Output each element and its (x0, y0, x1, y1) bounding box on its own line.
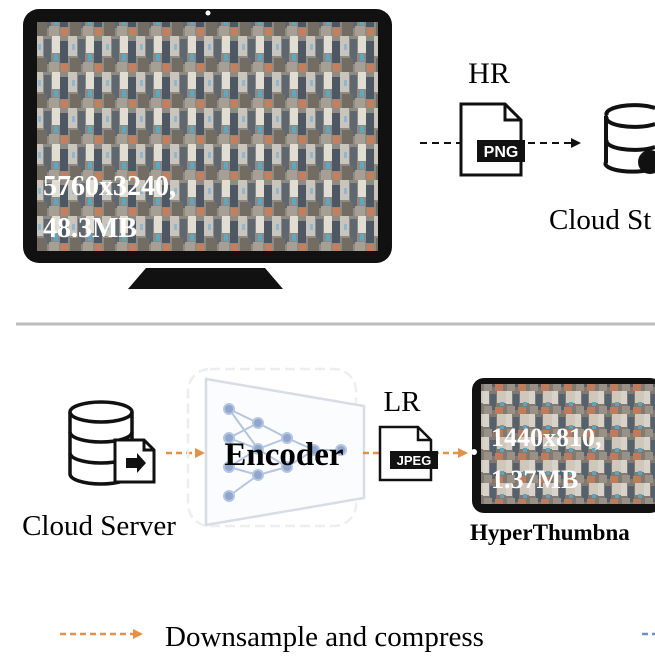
thumbnail-city-image (481, 384, 655, 504)
thumbnail-file-size-label: 1.37MB (491, 465, 578, 494)
thumbnail-side-dot (471, 449, 477, 455)
png-file-icon: PNG (459, 102, 525, 177)
monitor-stand (128, 268, 283, 289)
lr-label: LR (383, 386, 421, 418)
jpeg-file-icon: JPEG (378, 425, 438, 482)
hyperthumbnail-label: HyperThumbna (470, 520, 630, 545)
top-cloud-storage-label: Cloud St (549, 204, 651, 236)
hyperthumbnail-monitor: 1440x810, 1.37MB (471, 378, 655, 513)
hr-label: HR (468, 57, 510, 90)
hr-city-image (37, 22, 378, 251)
png-file-label: PNG (484, 144, 519, 161)
legend-downsample-label: Downsample and compress (165, 621, 484, 653)
cloud-server-icon (68, 400, 156, 486)
legend: Downsample and compress (60, 621, 655, 653)
hr-monitor: 5760x3240, 48.3MB (23, 9, 392, 289)
monitor-camera-dot (205, 10, 211, 16)
encoder-network-icon (223, 403, 347, 502)
thumbnail-resolution-label: 1440x810, (491, 423, 602, 452)
cloud-server-label: Cloud Server (22, 510, 176, 542)
hr-resolution-label: 5760x3240, (43, 171, 176, 202)
top-cloud-storage-icon (603, 103, 655, 174)
hr-file-size-label: 48.3MB (43, 213, 137, 244)
encoder-label: Encoder (224, 437, 343, 473)
encoder-block: Encoder (186, 367, 366, 528)
jpeg-file-label: JPEG (397, 453, 432, 468)
